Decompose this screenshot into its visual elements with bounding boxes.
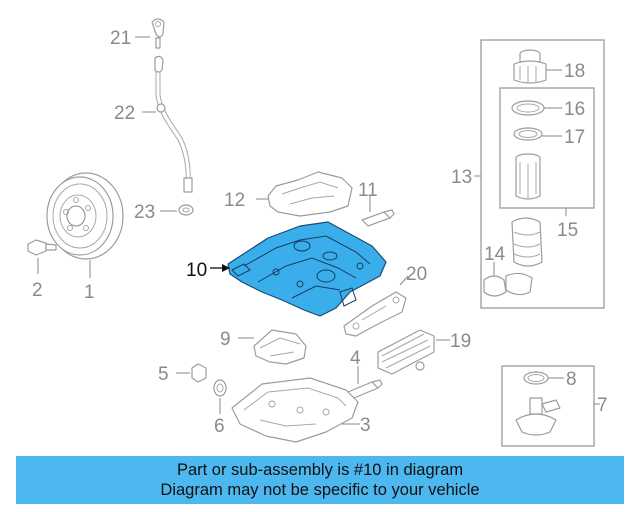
part-17-o-ring[interactable] bbox=[513, 127, 543, 141]
callout-1[interactable]: 1 bbox=[84, 282, 95, 303]
callout-7[interactable]: 7 bbox=[597, 395, 608, 416]
part-21-dipstick-handle[interactable] bbox=[151, 18, 165, 49]
banner-line-1: Part or sub-assembly is #10 in diagram bbox=[176, 461, 464, 479]
part-3-oil-pan-lower[interactable] bbox=[231, 377, 359, 443]
part-10-oil-pan-upper[interactable] bbox=[227, 221, 387, 317]
callout-18[interactable]: 18 bbox=[564, 61, 585, 82]
part-22-dipstick-tube[interactable] bbox=[154, 55, 193, 193]
part-8-o-ring[interactable] bbox=[523, 371, 549, 385]
callout-13[interactable]: 13 bbox=[451, 167, 472, 188]
part-14-filter-housing[interactable] bbox=[483, 217, 543, 297]
part-19-oil-cooler[interactable] bbox=[377, 329, 435, 375]
part-20-gasket[interactable] bbox=[343, 291, 407, 337]
callout-15[interactable]: 15 bbox=[557, 220, 578, 241]
arrow-10-icon bbox=[222, 264, 230, 272]
part-1-pulley[interactable] bbox=[46, 172, 124, 260]
callout-10[interactable]: 10 bbox=[186, 260, 207, 281]
filter-element[interactable] bbox=[515, 153, 541, 200]
callout-8[interactable]: 8 bbox=[566, 369, 577, 390]
callout-14[interactable]: 14 bbox=[484, 244, 506, 265]
callout-3[interactable]: 3 bbox=[360, 415, 371, 436]
part-12-cover[interactable] bbox=[267, 171, 353, 217]
part-5-drain-plug[interactable] bbox=[191, 363, 207, 383]
callout-11[interactable]: 11 bbox=[358, 180, 378, 201]
group-box-13 bbox=[480, 39, 605, 309]
callout-2[interactable]: 2 bbox=[32, 280, 43, 301]
callout-16[interactable]: 16 bbox=[564, 99, 585, 120]
oil-level-sensor[interactable] bbox=[515, 397, 561, 436]
group-box-7 bbox=[501, 365, 595, 447]
callout-4[interactable]: 4 bbox=[350, 348, 361, 369]
callout-12[interactable]: 12 bbox=[224, 190, 245, 211]
info-banner: Part or sub-assembly is #10 in diagram D… bbox=[16, 456, 624, 504]
banner-line-2: Diagram may not be specific to your vehi… bbox=[160, 481, 480, 499]
part-18-filter-cap[interactable] bbox=[513, 49, 547, 84]
part-6-washer[interactable] bbox=[213, 379, 227, 397]
group-box-15 bbox=[499, 87, 595, 209]
part-9-baffle[interactable] bbox=[253, 329, 307, 365]
callout-19[interactable]: 19 bbox=[450, 331, 471, 352]
callout-5[interactable]: 5 bbox=[158, 364, 169, 385]
callout-23[interactable]: 23 bbox=[134, 202, 155, 223]
part-2-bolt[interactable] bbox=[27, 239, 57, 256]
callout-20[interactable]: 20 bbox=[406, 264, 427, 285]
part-16-o-ring[interactable] bbox=[511, 100, 545, 116]
callout-21[interactable]: 21 bbox=[110, 28, 131, 49]
part-4-sealant[interactable] bbox=[347, 379, 383, 399]
callout-17[interactable]: 17 bbox=[564, 127, 585, 148]
part-11-sealant[interactable] bbox=[361, 209, 395, 227]
callout-9[interactable]: 9 bbox=[220, 329, 231, 350]
callout-22[interactable]: 22 bbox=[114, 103, 135, 124]
leader-20 bbox=[399, 275, 409, 286]
callout-6[interactable]: 6 bbox=[214, 416, 225, 437]
part-23-seal-ring[interactable] bbox=[178, 204, 194, 216]
